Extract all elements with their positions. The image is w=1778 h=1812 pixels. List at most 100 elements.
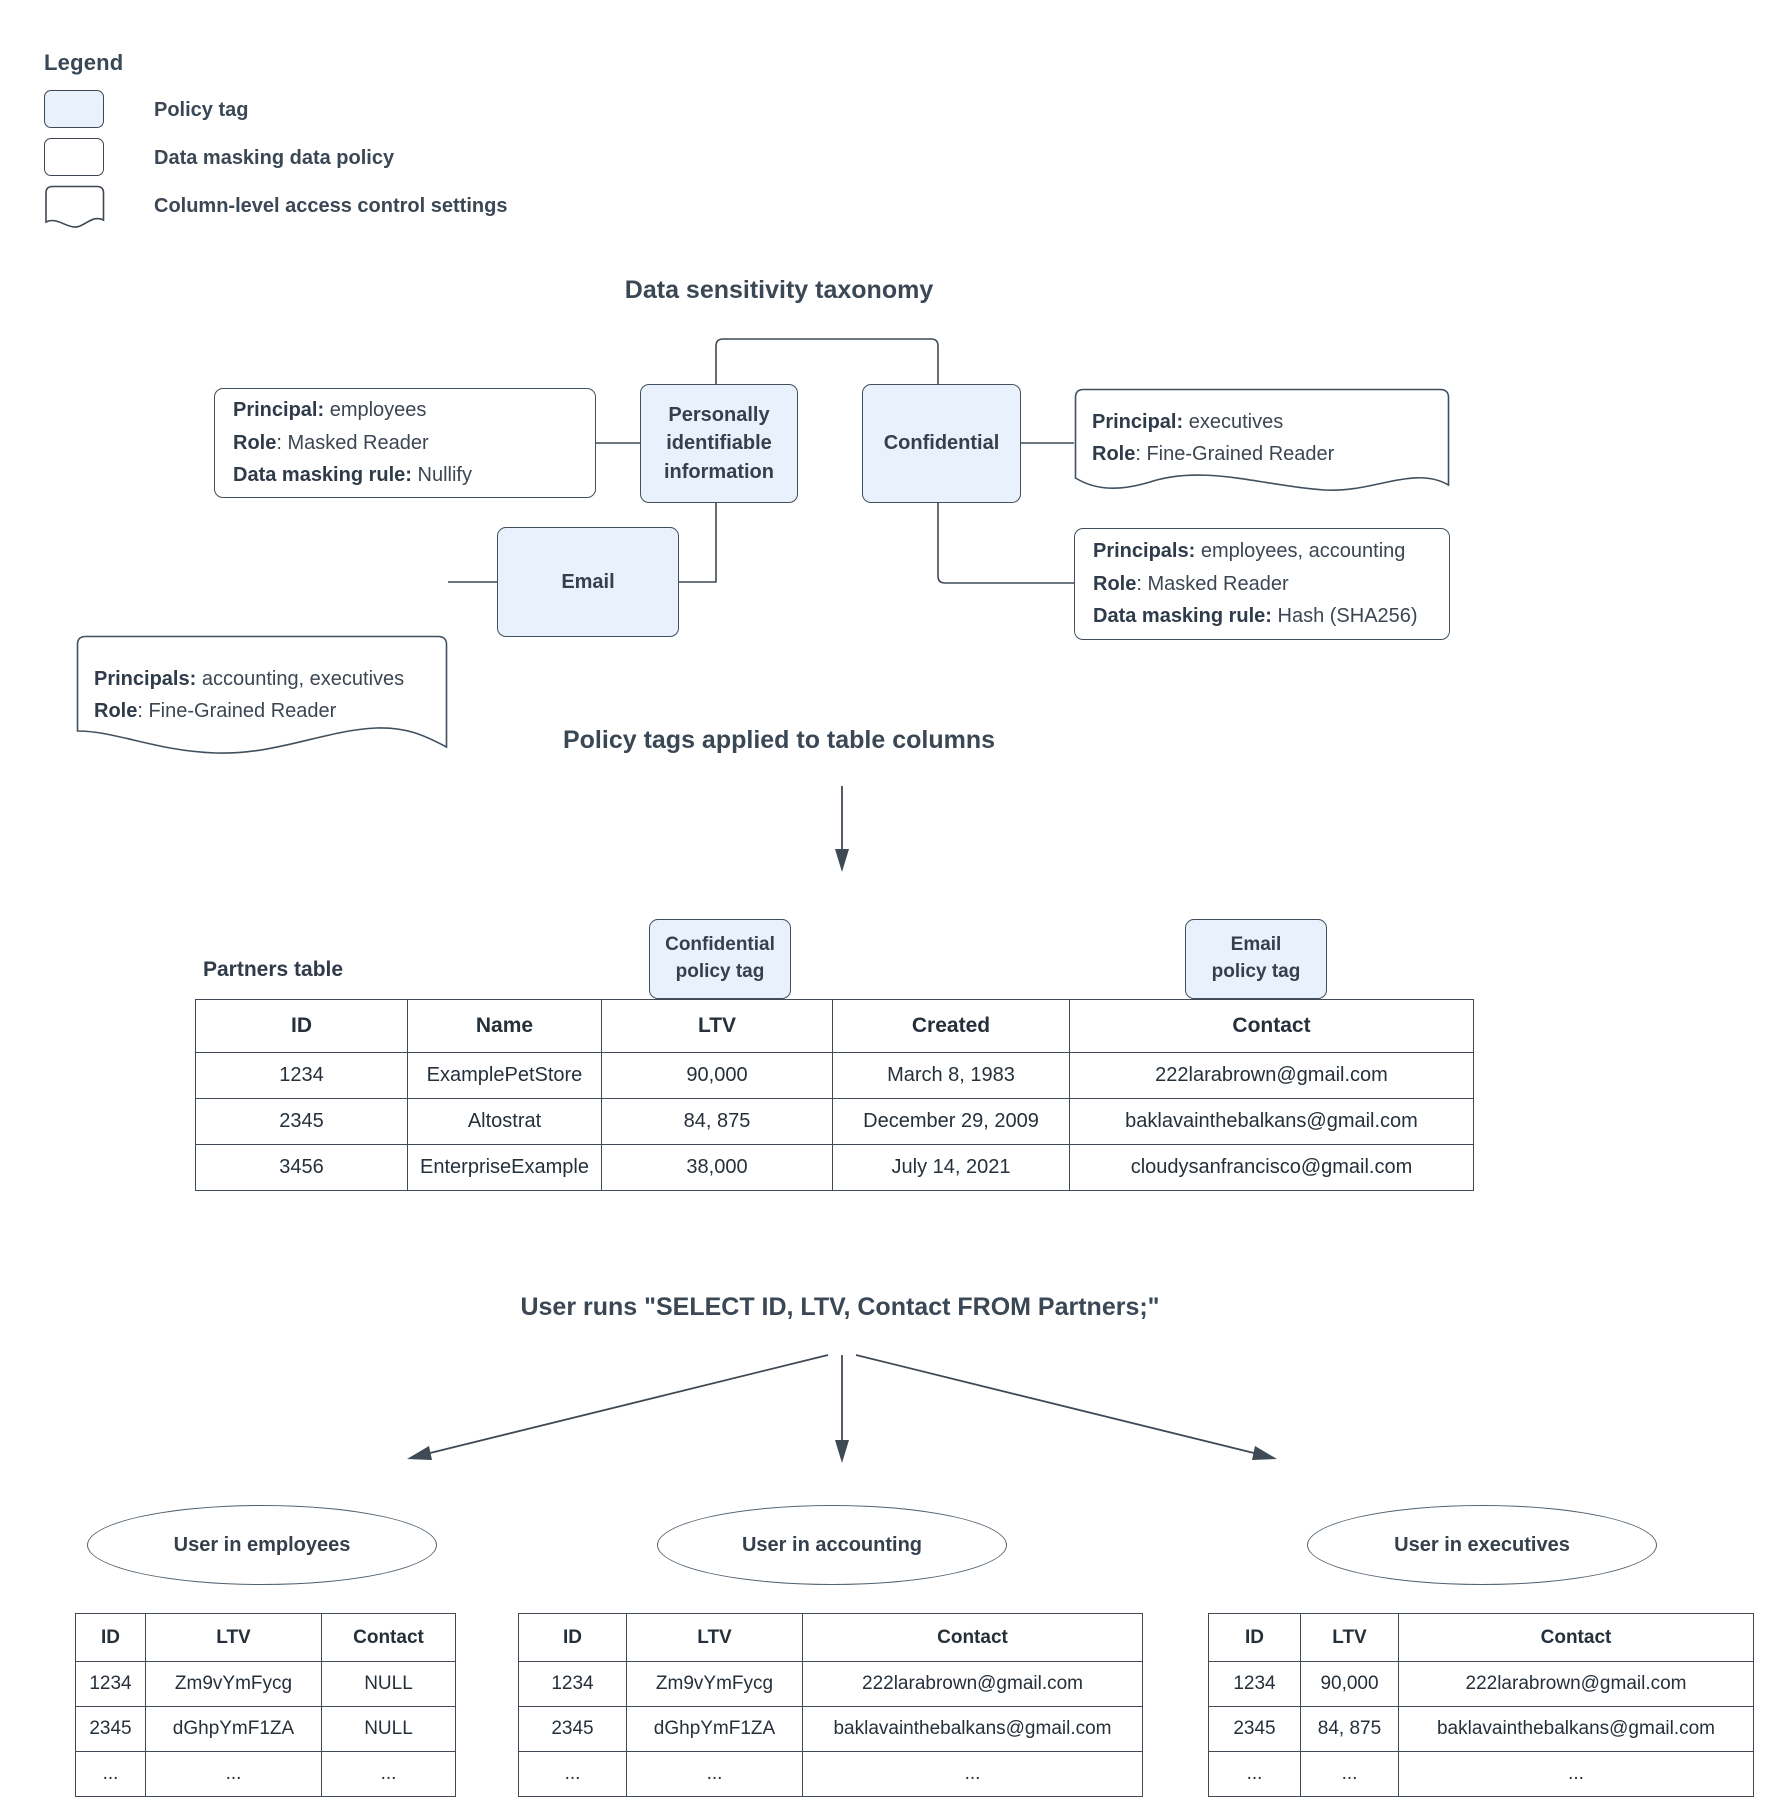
result-cell: ... [1208,1751,1301,1797]
confidential-column-access-settings: Principal: executives Role: Fine-Grained… [1074,388,1450,501]
policy-label: Principals: [94,668,197,690]
persona-accounting: User in accounting [657,1505,1007,1585]
partners-cell: baklavainthebalkans@gmail.com [1069,1098,1474,1145]
callout-line-1: Confidential [665,934,775,956]
pii-data-masking-policy: Principal: employees Role: Masked Reader… [214,388,596,498]
result-column-header: LTV [626,1613,803,1662]
legend-item-column-access: Column-level access control settings [44,182,664,230]
callout-confidential-policy-tag[interactable]: Confidential policy tag [649,919,791,999]
partners-table-caption: Partners table [203,958,344,981]
result-cell: 2345 [1208,1706,1301,1752]
result-cell: NULL [321,1661,456,1707]
persona-label: User in accounting [741,1533,923,1556]
result-column-header: Contact [321,1613,456,1662]
partners-cell: December 29, 2009 [832,1098,1070,1145]
result-cell: dGhpYmF1ZA [626,1706,803,1752]
result-cell: NULL [321,1706,456,1752]
result-column-header: ID [75,1613,146,1662]
partners-cell: 2345 [195,1098,408,1145]
result-cell: 2345 [75,1706,146,1752]
policy-tag-confidential[interactable]: Confidential [862,384,1021,503]
confidential-data-masking-policy: Principals: employees, accounting Role: … [1074,528,1450,640]
legend-item-label: Column-level access control settings [154,194,508,217]
result-cell: 222larabrown@gmail.com [802,1661,1143,1707]
partners-cell: March 8, 1983 [832,1052,1070,1099]
result-column-header: ID [1208,1613,1301,1662]
partners-cell: 3456 [195,1144,408,1191]
policy-label: Data masking rule: [1093,605,1272,628]
policy-value: accounting, executives [196,668,405,690]
partners-cell: Altostrat [407,1098,602,1145]
policy-value: : Fine-Grained Reader [1135,443,1335,466]
policy-tag-swatch-icon [44,88,108,132]
partners-cell: 84, 875 [601,1098,833,1145]
result-cell: 2345 [518,1706,627,1752]
policy-value: : Masked Reader [276,431,429,454]
partners-column-header: ID [195,999,408,1053]
taxonomy-section-title: Data sensitivity taxonomy [624,276,934,304]
result-cell: ... [1398,1751,1754,1797]
partners-cell: 90,000 [601,1052,833,1099]
result-cell: ... [626,1751,803,1797]
policy-label: Role [94,700,138,723]
policy-value: employees, accounting [1195,540,1406,563]
callout-email-policy-tag[interactable]: Email policy tag [1185,919,1327,999]
result-column-header: Contact [802,1613,1143,1662]
policy-tag-label: Confidential [883,432,1000,455]
policy-value: executives [1183,411,1284,433]
result-cell: 1234 [75,1661,146,1707]
partners-cell: 38,000 [601,1144,833,1191]
callout-line-2: policy tag [1211,961,1301,982]
legend-item-label: Policy tag [154,98,249,121]
policy-value: Hash (SHA256) [1271,605,1418,628]
partners-cell: 1234 [195,1052,408,1099]
policy-label: Principals: [1093,540,1196,563]
result-cell: baklavainthebalkans@gmail.com [802,1706,1143,1752]
partners-cell: July 14, 2021 [832,1144,1070,1191]
callout-line-1: Email [1230,934,1282,956]
legend-item-label: Data masking data policy [154,146,395,169]
policy-label: Role [233,431,277,454]
partners-cell: ExamplePetStore [407,1052,602,1099]
partners-cell: EnterpriseExample [407,1144,602,1191]
partners-column-header: LTV [601,999,833,1053]
policy-label: Principal: [1092,411,1184,433]
result-cell: ... [75,1751,146,1797]
result-cell: 90,000 [1300,1661,1399,1707]
policy-tag-pii[interactable]: Personally identifiable information [640,384,798,503]
result-column-header: ID [518,1613,627,1662]
result-cell: ... [145,1751,322,1797]
result-cell: 222larabrown@gmail.com [1398,1661,1754,1707]
table-row: ......... [75,1751,456,1797]
result-cell: ... [321,1751,456,1797]
persona-label: User in executives [1394,1533,1570,1556]
persona-employees: User in employees [87,1505,437,1585]
legend-title: Legend [44,50,124,75]
partners-column-header: Contact [1069,999,1474,1053]
query-section-title: User runs "SELECT ID, LTV, Contact FROM … [520,1293,1160,1321]
policy-tag-email[interactable]: Email [497,527,679,637]
persona-label: User in employees [173,1533,351,1556]
partners-column-header: Name [407,999,602,1053]
table-row: ......... [1208,1751,1754,1797]
partners-cell: 222larabrown@gmail.com [1069,1052,1474,1099]
policy-label: Principal: [233,399,325,422]
result-cell: 1234 [1208,1661,1301,1707]
policy-value: : Masked Reader [1136,572,1289,595]
result-cell: ... [802,1751,1143,1797]
result-column-header: LTV [145,1613,322,1662]
result-cell: Zm9vYmFycg [626,1661,803,1707]
